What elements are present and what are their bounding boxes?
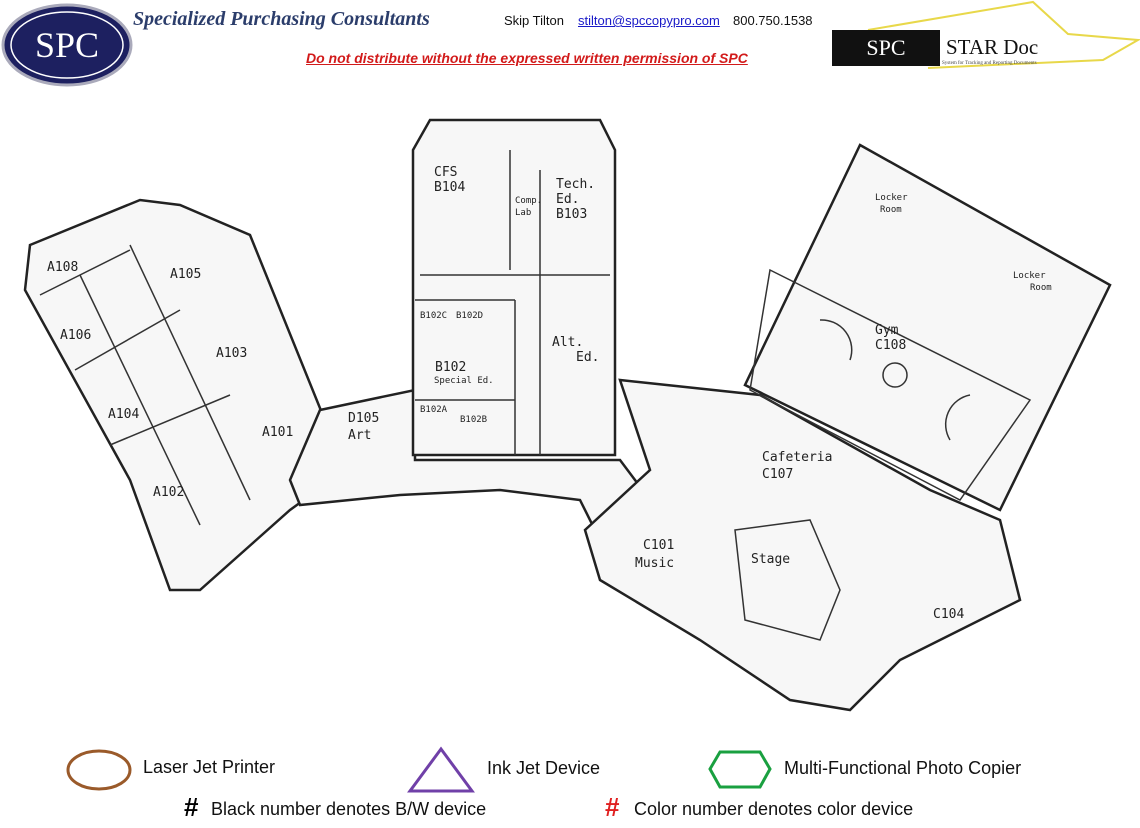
legend-color-note: Color number denotes color device: [634, 799, 914, 819]
room-label: Art: [348, 428, 371, 443]
room-label: Lab: [515, 208, 531, 218]
room-label: Special Ed.: [434, 376, 494, 386]
room-label: A101: [262, 425, 293, 440]
svg-text:SPC: SPC: [35, 25, 99, 65]
color-hash: #: [605, 792, 620, 822]
room-label: Locker: [875, 193, 908, 203]
room-label: Gym: [875, 323, 899, 338]
legend-inkjet: Ink Jet Device: [487, 758, 601, 778]
room-label: CFS: [434, 165, 457, 180]
room-label: C101: [643, 538, 674, 553]
interior-walls: [39, 150, 1032, 641]
svg-text:STAR Doc: STAR Doc: [946, 35, 1038, 59]
room-label: Room: [1030, 283, 1052, 293]
room-label: Ed.: [576, 350, 599, 365]
room-label: A103: [216, 346, 247, 361]
room-label: B102: [435, 360, 466, 375]
room-label: Alt.: [552, 335, 583, 350]
room-label: Ed.: [556, 192, 579, 207]
svg-text:System for Tracking and Report: System for Tracking and Reporting Docume…: [942, 61, 1037, 66]
laser-printer-icon: [66, 749, 132, 791]
room-label: Room: [880, 205, 902, 215]
svg-text:SPC: SPC: [866, 35, 905, 60]
company-name: Specialized Purchasing Consultants: [133, 8, 430, 30]
floor-plan: A108 A105 A106 A103 A104 A101 A102 D105 …: [23, 118, 1112, 712]
contact-name: Skip Tilton: [504, 13, 564, 28]
legend-laser: Laser Jet Printer: [143, 757, 276, 777]
room-label: C108: [875, 338, 906, 353]
room-label: B102C: [420, 311, 447, 321]
room-label: B102A: [420, 405, 448, 415]
legend-shapes: [66, 746, 772, 793]
room-label: Music: [635, 556, 674, 571]
room-label: C107: [762, 467, 793, 482]
room-label: D105: [348, 411, 379, 426]
room-label: Comp.: [515, 196, 542, 206]
room-label: Locker: [1013, 271, 1046, 281]
distribution-warning: Do not distribute without the expressed …: [306, 50, 748, 66]
room-label: A104: [108, 407, 139, 422]
copier-icon: [708, 750, 772, 789]
inkjet-icon: [407, 746, 475, 793]
room-label: B104: [434, 180, 465, 195]
room-label: Stage: [751, 552, 790, 567]
room-label: A105: [170, 267, 201, 282]
room-label: B102D: [456, 311, 483, 321]
legend-mfp: Multi-Functional Photo Copier: [784, 758, 1022, 778]
room-label: Cafeteria: [762, 450, 832, 465]
room-label: B102B: [460, 415, 487, 425]
room-label: A106: [60, 328, 91, 343]
room-label: A102: [153, 485, 184, 500]
room-label: A108: [47, 260, 78, 275]
room-label: Tech.: [556, 177, 595, 192]
contact-email-link[interactable]: stilton@spccopypro.com: [578, 13, 720, 28]
legend-bw-note: Black number denotes B/W device: [211, 799, 487, 819]
spc-logo: SPC: [1, 3, 133, 87]
contact-phone: 800.750.1538: [733, 13, 813, 28]
building-outline: [23, 118, 1112, 712]
star-doc-logo: SPC STAR Doc System for Tracking and Rep…: [832, 0, 1140, 69]
room-label: B103: [556, 207, 587, 222]
bw-hash: #: [184, 792, 199, 822]
room-label: C104: [933, 607, 964, 622]
